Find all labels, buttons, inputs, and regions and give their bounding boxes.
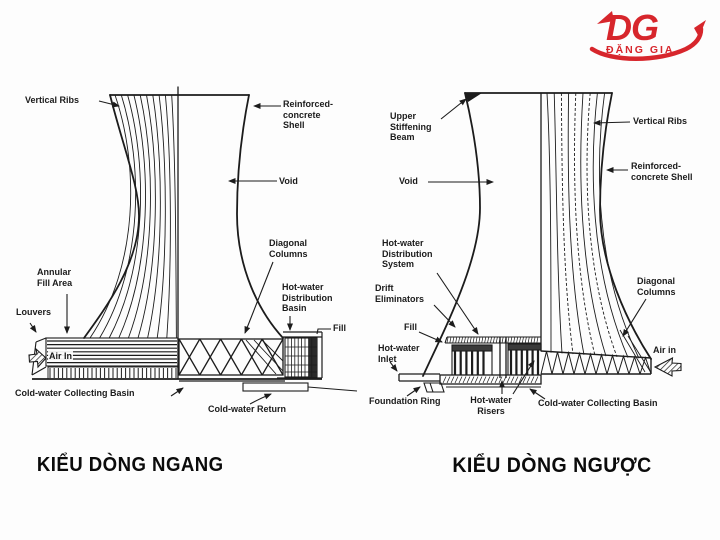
left-louver-ticks bbox=[49, 368, 177, 378]
label-reinforced-concrete-shell-right: Reinforced- concrete Shell bbox=[631, 161, 693, 182]
left-leader-lines bbox=[29, 100, 331, 405]
left-fill-structure bbox=[31, 331, 358, 392]
label-fill-right: Fill bbox=[404, 322, 417, 332]
logo-swoosh bbox=[589, 26, 704, 61]
left-tower-shell bbox=[83, 86, 284, 379]
dang-gia-logo: DG ĐẶNG GIA bbox=[589, 7, 706, 61]
label-vertical-ribs-left: Vertical Ribs bbox=[25, 95, 80, 105]
label-fill-left: Fill bbox=[333, 323, 346, 333]
caption-crossflow-type: KIỂU DÒNG NGANG bbox=[36, 454, 224, 476]
left-fill-grid bbox=[285, 338, 317, 377]
right-leader-lines bbox=[389, 98, 647, 400]
logo-monogram: DG bbox=[606, 7, 658, 48]
label-foundation-ring: Foundation Ring bbox=[369, 396, 441, 406]
left-diagonal-column-braces bbox=[178, 338, 284, 376]
label-hot-water-inlet: Hot-water Inlet bbox=[378, 343, 420, 364]
right-fill-columns bbox=[453, 350, 540, 375]
logo-arrow-icon bbox=[597, 11, 614, 24]
right-basin-hatch bbox=[442, 376, 539, 384]
logo-wordmark: ĐẶNG GIA bbox=[606, 43, 675, 56]
label-air-in-left: Air In bbox=[48, 351, 74, 362]
right-tower-vertical-ribs bbox=[546, 92, 640, 359]
drift-eliminator-hatch bbox=[446, 337, 539, 343]
label-upper-stiffening-beam: Upper Stiffening Beam bbox=[390, 111, 432, 142]
label-drift-eliminators: Drift Eliminators bbox=[375, 283, 425, 304]
label-vertical-ribs-right: Vertical Ribs bbox=[633, 116, 688, 126]
label-cold-water-collecting-basin-right: Cold-water Collecting Basin bbox=[538, 398, 658, 408]
air-in-arrow-icon-left bbox=[28, 347, 47, 369]
right-diagonal-column-frames bbox=[540, 350, 652, 375]
label-diagonal-columns-left: Diagonal Columns bbox=[269, 238, 308, 259]
air-in-arrow-icon-right bbox=[653, 357, 682, 377]
caption-counterflow-type: KIỂU DÒNG NGƯỢC bbox=[452, 454, 652, 477]
label-diagonal-columns-right: Diagonal Columns bbox=[637, 276, 676, 297]
label-hot-water-risers: Hot-water Risers bbox=[470, 395, 512, 416]
label-cold-water-collecting-basin-left: Cold-water Collecting Basin bbox=[15, 388, 135, 398]
left-tower-vertical-ribs bbox=[89, 94, 177, 339]
label-annular-fill-area: Annular Fill Area bbox=[37, 267, 73, 288]
label-hot-water-distribution-basin: Hot-water Distribution Basin bbox=[282, 282, 333, 313]
label-void-left: Void bbox=[279, 176, 298, 186]
upper-stiffening-beam-shape bbox=[465, 93, 482, 102]
label-hot-water-distribution-system: Hot-water Distribution System bbox=[382, 238, 433, 269]
label-cold-water-return: Cold-water Return bbox=[208, 404, 287, 414]
label-reinforced-concrete-shell-left: Reinforced- concrete Shell bbox=[283, 99, 334, 130]
logo-swoosh-tip bbox=[694, 20, 706, 37]
label-louvers: Louvers bbox=[16, 307, 52, 317]
right-tower-shell bbox=[422, 92, 652, 377]
label-air-in-right: Air in bbox=[652, 345, 678, 356]
label-void-right: Void bbox=[399, 176, 418, 186]
